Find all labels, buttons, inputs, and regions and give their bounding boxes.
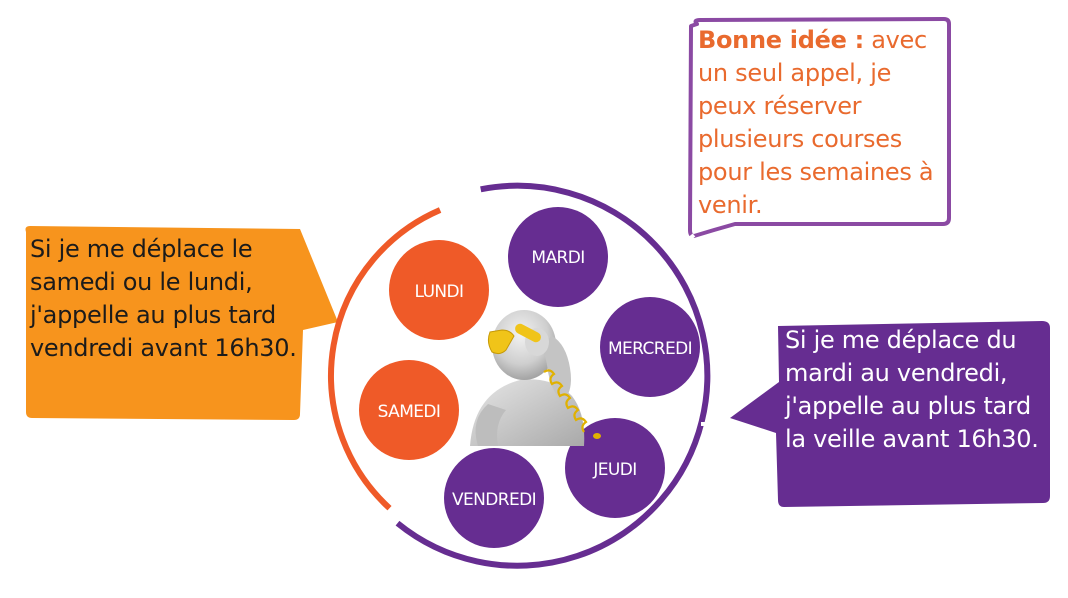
right-note-text: Si je me déplace du mardi au vendredi, j… (785, 326, 1039, 453)
day-lundi: LUNDI (389, 240, 489, 340)
day-samedi: SAMEDI (359, 360, 459, 460)
tip-body: avec un seul appel, je peux réserver plu… (698, 26, 934, 219)
tip-text: Bonne idée : avec un seul appel, je peux… (698, 24, 948, 222)
day-mercredi: MERCREDI (600, 297, 700, 397)
day-jeudi-disc (565, 418, 665, 518)
day-mercredi-label: MERCREDI (608, 339, 692, 359)
right-note-bubble (730, 321, 1050, 507)
arc-break-top (679, 233, 696, 248)
tip-lead: Bonne idée : (698, 26, 864, 54)
day-lundi-label: LUNDI (415, 282, 464, 302)
orange-arc (328, 207, 442, 511)
day-samedi-disc (359, 360, 459, 460)
day-mardi-label: MARDI (531, 248, 584, 268)
day-jeudi: JEUDI (565, 418, 665, 518)
day-mardi-disc (508, 207, 608, 307)
day-vendredi-label: VENDREDI (452, 490, 536, 510)
day-mardi: MARDI (508, 207, 608, 307)
left-note-text: Si je me déplace le samedi ou le lundi, … (30, 235, 297, 362)
day-jeudi-label: JEUDI (592, 460, 636, 480)
purple-arc (395, 182, 711, 569)
person-on-phone-icon (470, 310, 601, 446)
day-mercredi-disc (600, 297, 700, 397)
day-lundi-disc (389, 240, 489, 340)
day-vendredi-disc (444, 448, 544, 548)
left-note-bubble (25, 226, 338, 420)
day-vendredi: VENDREDI (444, 448, 544, 548)
day-samedi-label: SAMEDI (378, 402, 441, 422)
